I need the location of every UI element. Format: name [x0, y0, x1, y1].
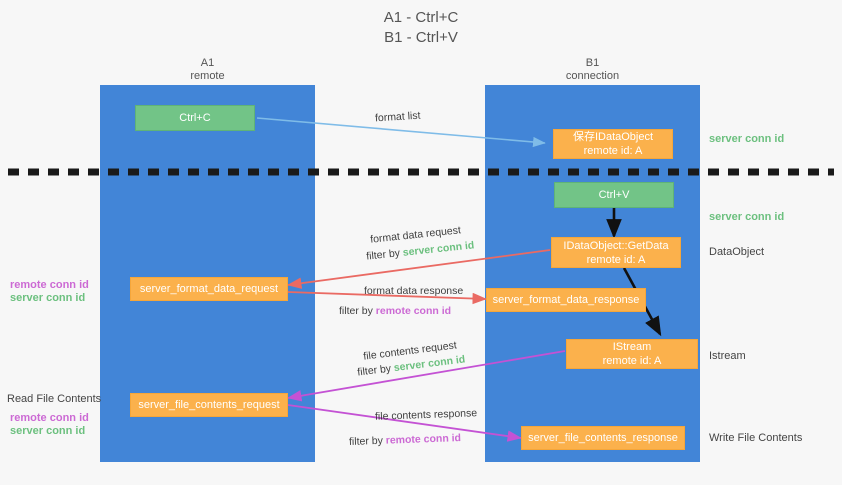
title-line-2: B1 - Ctrl+V: [384, 29, 458, 46]
node-getdata-title: IDataObject::GetData: [563, 239, 669, 252]
fd-response-filter-prefix: filter by: [339, 305, 376, 317]
left-label-read-file-contents: Read File Contents: [7, 393, 102, 405]
fc-response-filter-prefix: filter by: [348, 434, 386, 448]
right-label-server-conn-id-2: server conn id: [709, 211, 785, 223]
left-label-file-server-conn-id: server conn id: [10, 425, 86, 437]
node-server-format-data-response-label: server_format_data_response: [492, 294, 640, 306]
node-save-idataobject-title: 保存IDataObject: [572, 131, 654, 143]
node-ctrl-v-label: Ctrl+V: [598, 189, 630, 201]
node-server-file-contents-request[interactable]: server_file_contents_request: [130, 393, 288, 417]
right-label-dataobject: DataObject: [709, 246, 765, 258]
node-istream-title: IStream: [612, 341, 652, 353]
node-ctrl-c[interactable]: Ctrl+C: [135, 105, 255, 131]
right-label-write-file-contents: Write File Contents: [709, 432, 803, 444]
edge-label-format-data-response-line1: format data response: [364, 285, 464, 297]
right-label-server-conn-id-1: server conn id: [709, 133, 785, 145]
arrow-file-contents-request: [287, 350, 566, 402]
node-server-format-data-request-label: server_format_data_request: [139, 283, 279, 295]
node-istream[interactable]: IStream remote id: A: [566, 339, 698, 369]
left-label-format-remote-conn-id: remote conn id: [10, 279, 89, 291]
node-ctrl-c-label: Ctrl+C: [179, 112, 211, 124]
right-label-istream: Istream: [709, 350, 746, 362]
edge-label-format-list: format list: [374, 109, 421, 125]
left-label-format-server-conn-id: server conn id: [10, 292, 86, 304]
node-server-file-contents-response-label: server_file_contents_response: [528, 432, 678, 444]
node-server-format-data-request[interactable]: server_format_data_request: [130, 277, 288, 301]
lane-a1-role: remote: [190, 70, 225, 82]
node-save-idataobject[interactable]: 保存IDataObject remote id: A: [553, 129, 673, 159]
arrow-format-data-request: [287, 249, 551, 289]
lane-a1-name: A1: [200, 57, 215, 69]
arrow-format-data-response: [287, 291, 487, 305]
fc-response-filter-id: remote conn id: [385, 432, 462, 447]
lane-b1-role: connection: [565, 70, 620, 82]
node-server-file-contents-request-label: server_file_contents_request: [138, 399, 280, 411]
lane-header-b1: B1 connection: [485, 57, 700, 83]
arrow-format-list: [256, 117, 546, 148]
arrow-file-contents-response: [287, 404, 522, 442]
node-save-idataobject-subtitle: remote id: A: [583, 145, 643, 157]
edge-label-format-data-response-line2: filter by remote conn id: [339, 304, 451, 318]
page-title: A1 - Ctrl+C B1 - Ctrl+V: [0, 8, 842, 48]
title-line-1: A1 - Ctrl+C: [383, 9, 459, 26]
node-istream-subtitle: remote id: A: [602, 355, 662, 367]
lane-header-a1: A1 remote: [100, 57, 315, 83]
node-server-format-data-response[interactable]: server_format_data_response: [486, 288, 646, 312]
fd-response-filter-id: remote conn id: [375, 305, 452, 317]
lane-b1-name: B1: [585, 57, 600, 69]
node-getdata[interactable]: IDataObject::GetData remote id: A: [551, 237, 681, 268]
node-ctrl-v[interactable]: Ctrl+V: [554, 182, 674, 208]
node-getdata-subtitle: remote id: A: [586, 253, 646, 266]
fd-request-filter-prefix: filter by: [365, 246, 404, 263]
left-label-file-remote-conn-id: remote conn id: [10, 412, 89, 424]
node-server-file-contents-response[interactable]: server_file_contents_response: [521, 426, 685, 450]
